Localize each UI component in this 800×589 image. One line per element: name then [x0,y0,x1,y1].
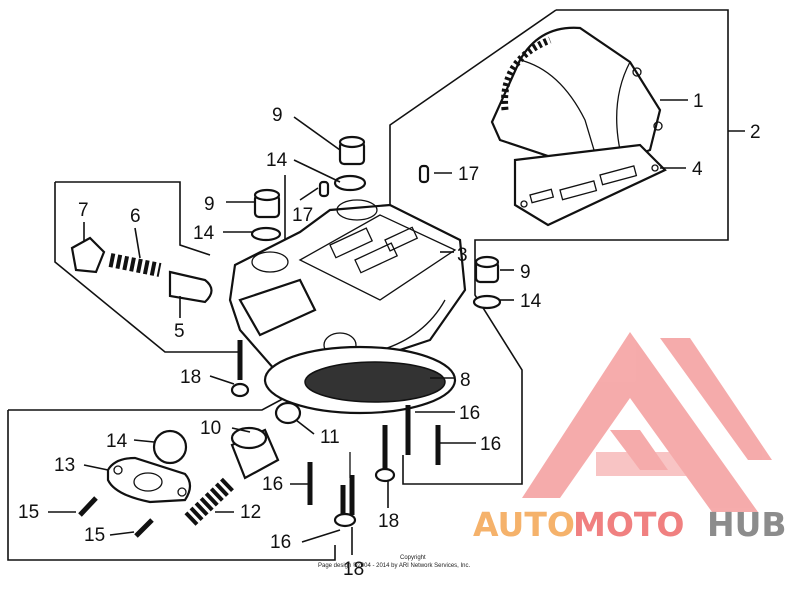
callout-14-bottom: 14 [106,431,128,452]
pump-cover [490,26,663,172]
callout-2: 2 [750,122,761,143]
callout-17-left: 17 [292,205,313,226]
callout-16-bottom: 16 [270,532,291,553]
callout-9-right: 9 [520,262,531,283]
leader-lines [48,99,688,555]
group-bracket-lines [7,9,745,561]
callout-9-left: 9 [204,194,215,215]
callout-8: 8 [460,370,471,391]
callout-14-right: 14 [520,291,542,312]
callout-6: 6 [130,206,141,227]
callout-16-right-top: 16 [459,403,480,424]
watermark-text-auto: AUTO [473,505,575,544]
callout-4: 4 [692,159,703,180]
callout-10: 10 [200,418,221,439]
callout-17-right: 17 [458,164,479,185]
watermark-text-moto: MOTO [573,505,684,544]
callout-1: 1 [693,91,704,112]
lower-parts [78,401,302,538]
callout-16-center: 16 [262,474,283,495]
relief-valve [70,236,213,304]
callout-5: 5 [174,321,185,342]
callout-9-top: 9 [272,105,283,126]
callout-3: 3 [457,245,468,266]
callout-18-left: 18 [180,367,201,388]
callout-15-right: 15 [84,525,105,546]
callout-16-right: 16 [480,434,501,455]
body-gasket [263,345,457,415]
copyright-line-1: Copyright [400,555,426,561]
callout-11: 11 [320,427,340,448]
watermark-logo [522,332,772,512]
callout-15-left: 15 [18,502,39,523]
callout-18-bottom: 18 [343,559,364,580]
callout-7: 7 [78,200,89,221]
watermark-text-hub: HUB [707,505,787,544]
callout-13: 13 [54,455,75,476]
bolts [230,340,441,528]
copyright-line-2: Page design ©2004 - 2014 by ARI Network … [318,562,471,569]
callout-14-top: 14 [266,150,288,171]
callout-12: 12 [240,502,261,523]
collars-and-orings [152,135,502,465]
callout-18-right: 18 [378,511,399,532]
callout-labels: 1 2 3 4 5 6 7 8 9 9 9 10 11 12 13 14 14 … [18,91,761,580]
cover-gasket [513,143,667,227]
callout-14-left: 14 [193,223,215,244]
